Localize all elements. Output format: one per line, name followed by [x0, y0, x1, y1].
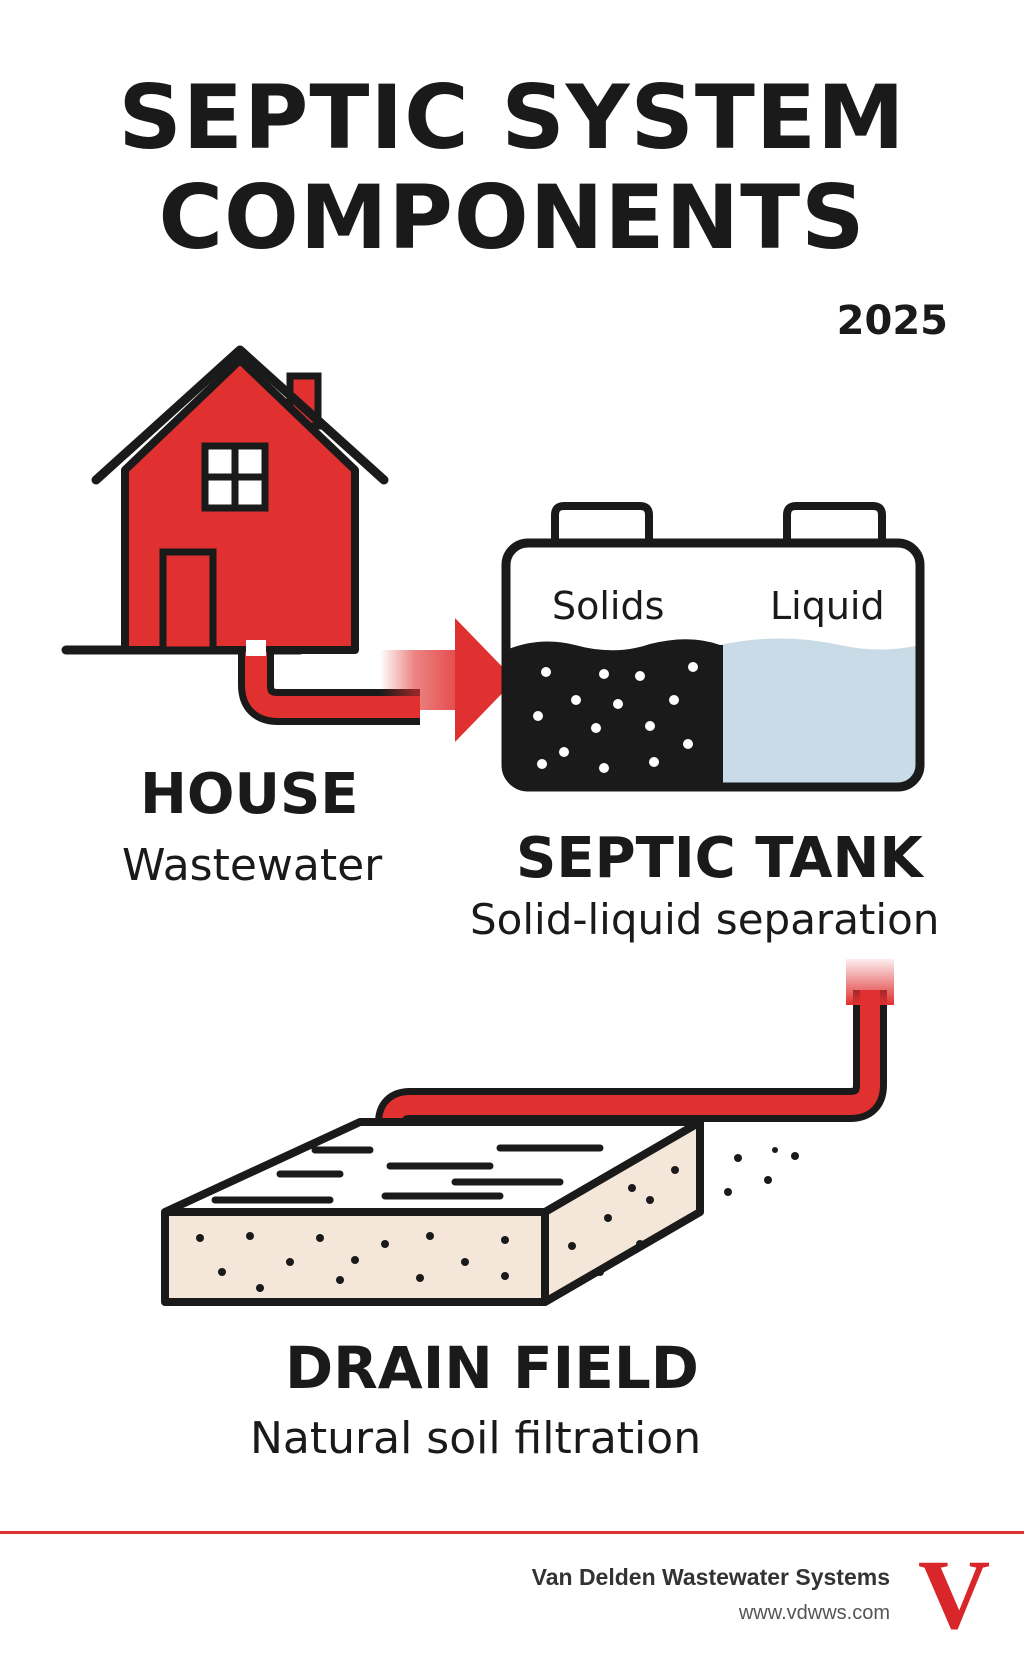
flow-arrow-icon — [380, 618, 515, 742]
year-label: 2025 — [836, 298, 948, 344]
drain-field-title: DRAIN FIELD — [285, 1334, 699, 1402]
drain-pipe-icon — [375, 945, 900, 1150]
title-line-1: SEPTIC SYSTEM — [118, 66, 906, 169]
septic-tank-icon — [501, 502, 925, 792]
liquid-label: Liquid — [770, 584, 885, 628]
drain-field-subtitle: Natural soil filtration — [250, 1413, 702, 1464]
septic-tank-title: SEPTIC TANK — [516, 826, 923, 891]
solids-label: Solids — [552, 584, 665, 628]
pipe-icon — [238, 640, 420, 725]
title-line-2: COMPONENTS — [158, 166, 866, 269]
house-title: HOUSE — [140, 762, 359, 827]
house-icon — [61, 345, 389, 655]
company-logo: V — [918, 1539, 991, 1650]
house-subtitle: Wastewater — [122, 840, 383, 891]
drain-field-icon — [161, 1118, 799, 1306]
septic-tank-subtitle: Solid-liquid separation — [470, 895, 940, 944]
septic-system-diagram — [61, 345, 925, 1306]
company-website: www.vdwws.com — [738, 1602, 890, 1624]
company-name: Van Delden Wastewater Systems — [531, 1564, 890, 1590]
footer-divider — [0, 1531, 1024, 1534]
